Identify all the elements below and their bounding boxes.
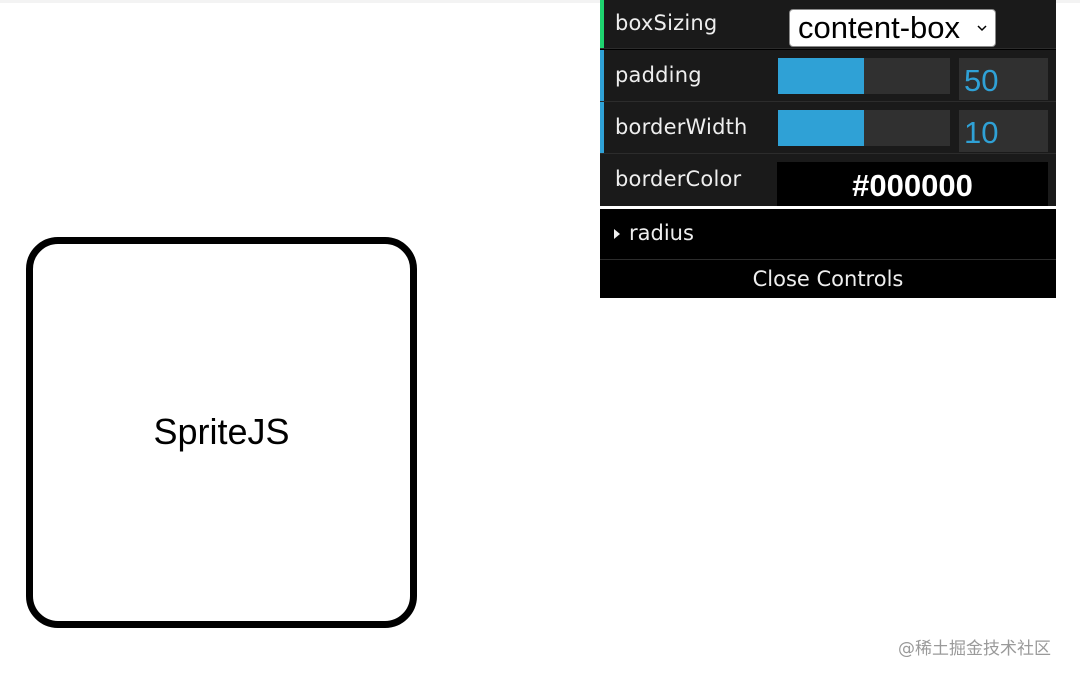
row-accent (600, 0, 604, 48)
padding-label: padding (615, 63, 702, 87)
padding-input[interactable]: 50 (959, 58, 1048, 100)
control-row-border-width: borderWidth 10 (600, 102, 1056, 154)
controls-panel: boxSizing content-box padding 50 borderW… (600, 0, 1056, 298)
border-width-label: borderWidth (615, 115, 748, 139)
control-row-border-color: borderColor #000000 (600, 154, 1056, 208)
radius-folder-label: radius (629, 221, 694, 245)
box-sizing-select[interactable]: content-box (789, 9, 996, 47)
border-width-slider-fill (778, 110, 864, 146)
row-accent (600, 50, 604, 101)
watermark: @稀土掘金技术社区 (898, 639, 1051, 659)
sprite-label: SpriteJS (153, 410, 290, 452)
sprite-box: SpriteJS (26, 237, 417, 628)
box-sizing-value: content-box (798, 10, 960, 45)
padding-slider[interactable] (778, 58, 950, 94)
control-row-padding: padding 50 (600, 50, 1056, 102)
border-width-slider[interactable] (778, 110, 950, 146)
control-row-box-sizing: boxSizing content-box (600, 0, 1056, 49)
close-controls-button[interactable]: Close Controls (600, 261, 1056, 298)
box-sizing-label: boxSizing (615, 11, 718, 35)
divider (600, 206, 1056, 209)
row-accent (600, 102, 604, 153)
border-color-input[interactable]: #000000 (777, 162, 1048, 206)
radius-folder[interactable]: radius (600, 209, 1056, 260)
caret-right-icon (614, 229, 620, 239)
padding-slider-fill (778, 58, 864, 94)
chevron-down-icon (977, 25, 987, 32)
border-width-input[interactable]: 10 (959, 110, 1048, 152)
border-color-label: borderColor (615, 167, 742, 191)
top-strip (0, 0, 1080, 3)
